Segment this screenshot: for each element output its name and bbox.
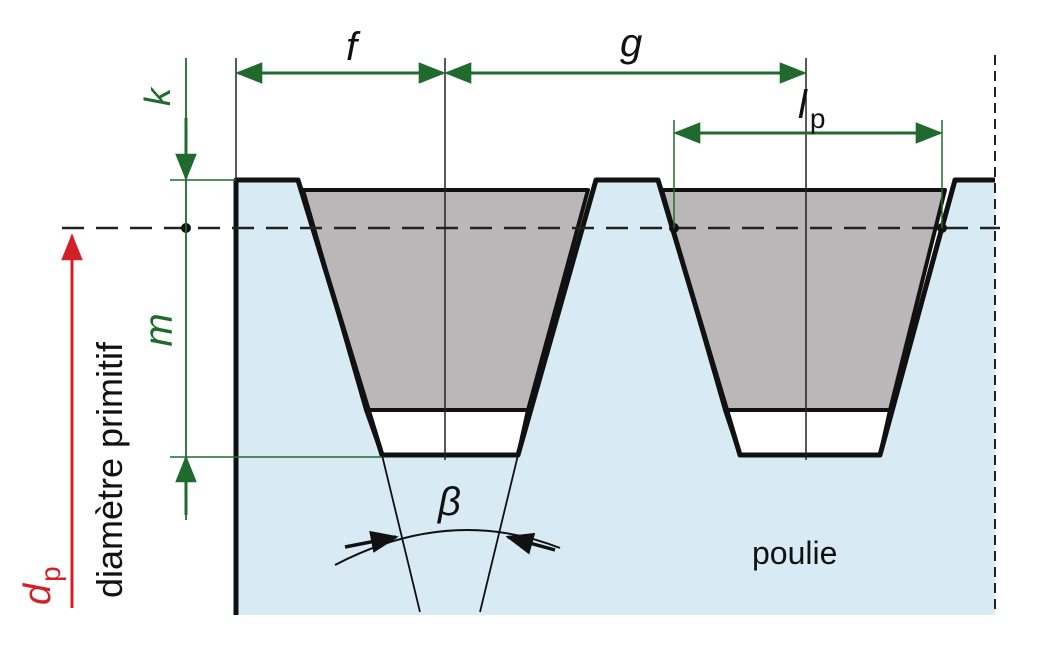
pulley-body	[236, 180, 995, 615]
label-pitch-diameter: diamètre primitif	[89, 341, 130, 598]
label-dp-main: d	[17, 582, 59, 605]
beta-arrow-right	[505, 532, 556, 555]
beta-arrow-left	[344, 530, 399, 553]
svg-text:dp: dp	[17, 566, 66, 605]
label-k: k	[137, 86, 178, 106]
beta-extension-right	[479, 454, 519, 613]
label-dp: dp	[17, 566, 66, 605]
label-poulie: poulie	[752, 535, 837, 571]
groove-bottom-left	[364, 408, 530, 457]
label-beta: β	[437, 480, 461, 524]
label-g: g	[620, 21, 642, 65]
groove-bottom-right	[723, 408, 892, 457]
label-f: f	[346, 25, 361, 69]
pulley-outline	[233, 177, 995, 615]
beta-extension-left	[381, 454, 421, 613]
label-m: m	[137, 313, 181, 346]
label-diametre-primitif: diamètre primitif	[89, 341, 130, 598]
label-dp-sub: p	[35, 566, 66, 582]
